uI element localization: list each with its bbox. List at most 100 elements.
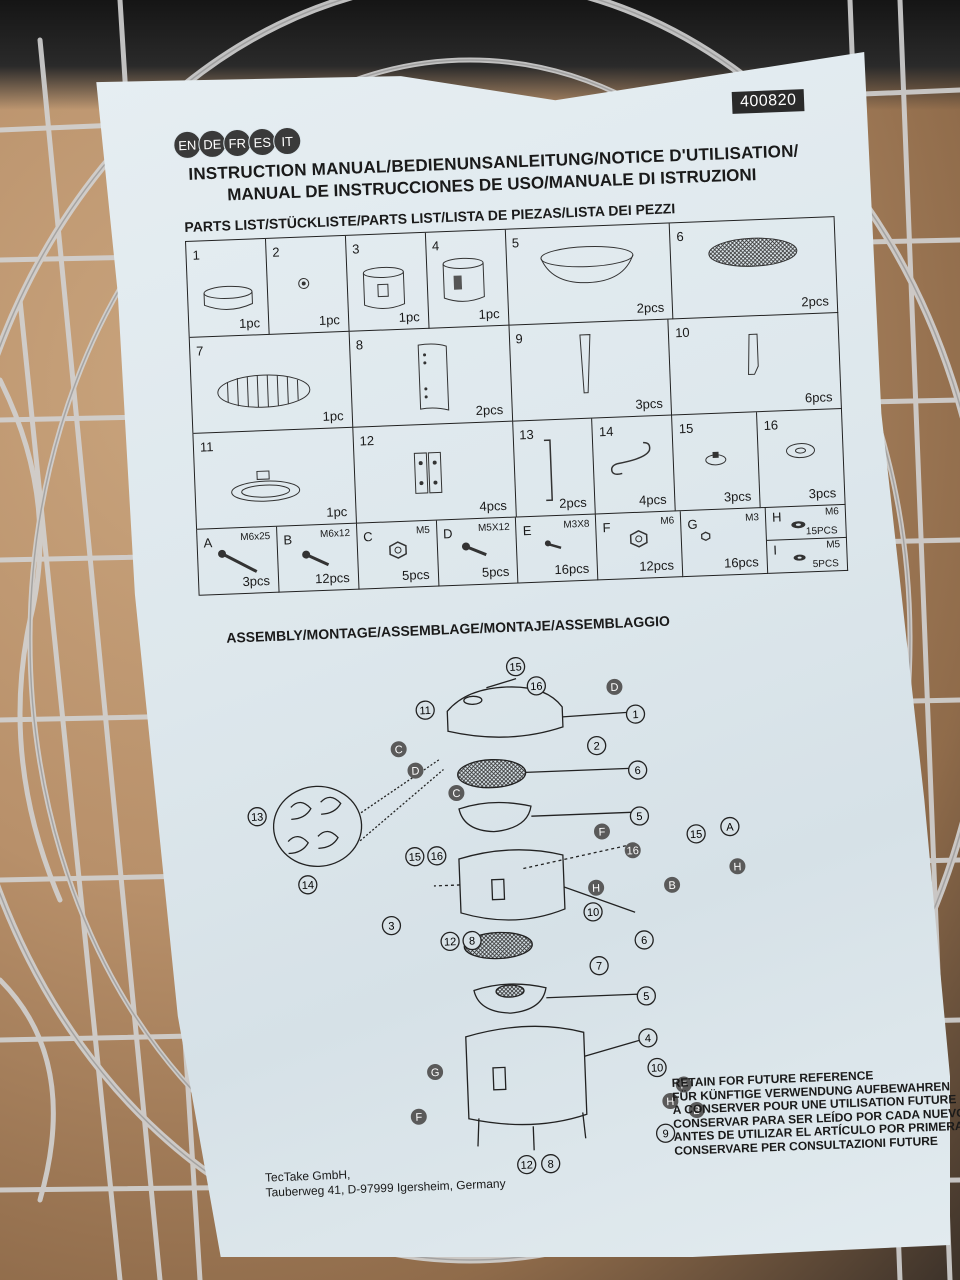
lid-icon bbox=[203, 285, 253, 310]
svg-text:B: B bbox=[668, 880, 676, 892]
svg-text:13: 13 bbox=[251, 811, 264, 823]
svg-text:B: B bbox=[693, 1105, 701, 1117]
svg-text:16: 16 bbox=[530, 681, 543, 693]
svg-text:2: 2 bbox=[593, 740, 600, 752]
part-cell: 16 3pcs bbox=[757, 408, 846, 509]
svg-text:11: 11 bbox=[419, 705, 431, 717]
diagram-bottom-barrel bbox=[465, 1025, 588, 1126]
retain-notice: RETAIN FOR FUTURE REFERENCE FÜR KÜNFTIGE… bbox=[671, 1068, 960, 1158]
part-cell: 8 2pcs bbox=[349, 325, 513, 428]
svg-text:D: D bbox=[411, 765, 419, 777]
part-cell: 11 1pc bbox=[193, 427, 357, 530]
svg-text:16: 16 bbox=[626, 845, 639, 857]
svg-text:10: 10 bbox=[651, 1062, 664, 1074]
svg-text:8: 8 bbox=[547, 1159, 554, 1171]
language-badges: EN DE FR ES IT bbox=[172, 126, 302, 160]
sheet-content: EN DE FR ES IT 400820 INSTRUCTION MANUAL… bbox=[92, 36, 960, 1273]
svg-text:16: 16 bbox=[430, 851, 443, 863]
svg-text:H: H bbox=[592, 883, 600, 895]
bracket-icon bbox=[748, 333, 759, 376]
hex-nut-icon bbox=[630, 529, 648, 548]
hinge-icon bbox=[413, 451, 443, 494]
part-cell: 13 2pcs bbox=[512, 418, 597, 518]
diagram-bowl-lower bbox=[473, 983, 547, 1014]
callout-markers: 15 16 D 11 1 C 2 D 6 C 13 5 F 15 16 A 16… bbox=[247, 657, 746, 1175]
svg-text:15: 15 bbox=[509, 661, 522, 673]
part-cell: 3 1pc bbox=[345, 232, 430, 332]
part-cell: 9 3pcs bbox=[508, 319, 673, 422]
vent-icon bbox=[298, 278, 310, 290]
small-screw-icon bbox=[545, 540, 562, 550]
svg-text:D: D bbox=[610, 682, 618, 694]
water-bowl-icon bbox=[539, 245, 633, 284]
part-cell: 4 1pc bbox=[425, 229, 509, 329]
svg-text:7: 7 bbox=[596, 961, 603, 973]
ash-tray-icon bbox=[231, 470, 301, 502]
nut-icon bbox=[388, 541, 407, 559]
svg-text:1: 1 bbox=[632, 709, 639, 721]
svg-text:5: 5 bbox=[636, 811, 643, 823]
instruction-sheet bbox=[96, 52, 950, 1257]
small-washer-icon bbox=[793, 554, 806, 561]
svg-text:12: 12 bbox=[444, 936, 457, 948]
diagram-grate-upper bbox=[457, 758, 527, 789]
part-cell: 1 1pc bbox=[186, 238, 270, 338]
door-panel-icon bbox=[417, 343, 449, 411]
svg-text:H: H bbox=[666, 1096, 674, 1108]
svg-text:H: H bbox=[733, 861, 741, 873]
part-cell: 12 4pcs bbox=[353, 421, 517, 524]
diagram-bowl-upper bbox=[458, 801, 532, 833]
model-number: 400820 bbox=[731, 89, 805, 114]
diagram-hook-detail bbox=[272, 785, 363, 868]
svg-text:8: 8 bbox=[469, 935, 476, 947]
bottom-barrel-icon bbox=[442, 257, 485, 302]
leg-icon bbox=[578, 334, 590, 394]
washer-icon bbox=[786, 443, 816, 459]
svg-text:F: F bbox=[415, 1112, 422, 1124]
svg-text:4: 4 bbox=[645, 1033, 652, 1045]
part-cell: 10 6pcs bbox=[668, 313, 842, 416]
part-cell: 15 3pcs bbox=[672, 412, 761, 512]
svg-text:A: A bbox=[726, 821, 734, 833]
svg-text:10: 10 bbox=[587, 907, 600, 919]
svg-text:G: G bbox=[431, 1067, 440, 1079]
svg-text:F: F bbox=[680, 1079, 687, 1091]
diagram-middle-barrel bbox=[458, 849, 566, 921]
svg-text:5: 5 bbox=[643, 991, 650, 1003]
diagram-lid bbox=[446, 686, 564, 738]
svg-text:3: 3 bbox=[388, 921, 395, 933]
small-nut-icon bbox=[701, 531, 711, 541]
flat-washer-icon bbox=[791, 521, 806, 529]
part-cell: 2 1pc bbox=[265, 235, 350, 335]
svg-text:15: 15 bbox=[408, 851, 421, 863]
svg-text:9: 9 bbox=[662, 1128, 669, 1140]
part-cell: 7 1pc bbox=[189, 331, 354, 434]
part-cell: 14 4pcs bbox=[592, 415, 676, 515]
charcoal-grate-icon bbox=[217, 374, 311, 408]
exploded-assembly-diagram: 15 16 D 11 1 C 2 D 6 C 13 5 F 15 16 A 16… bbox=[247, 657, 746, 1175]
svg-text:6: 6 bbox=[641, 935, 648, 947]
svg-text:F: F bbox=[598, 826, 605, 838]
part-cell: 6 2pcs bbox=[669, 217, 839, 320]
screw-icon bbox=[461, 542, 487, 557]
svg-text:15: 15 bbox=[690, 829, 703, 841]
bolt-icon bbox=[301, 550, 330, 567]
hook-icon bbox=[611, 441, 651, 476]
svg-text:C: C bbox=[452, 788, 460, 800]
grill-grate-icon bbox=[708, 237, 798, 267]
handle-icon bbox=[543, 439, 553, 502]
long-bolt-icon bbox=[218, 549, 258, 573]
svg-text:12: 12 bbox=[520, 1159, 533, 1171]
knob-icon bbox=[705, 451, 727, 466]
middle-barrel-icon bbox=[362, 266, 405, 309]
